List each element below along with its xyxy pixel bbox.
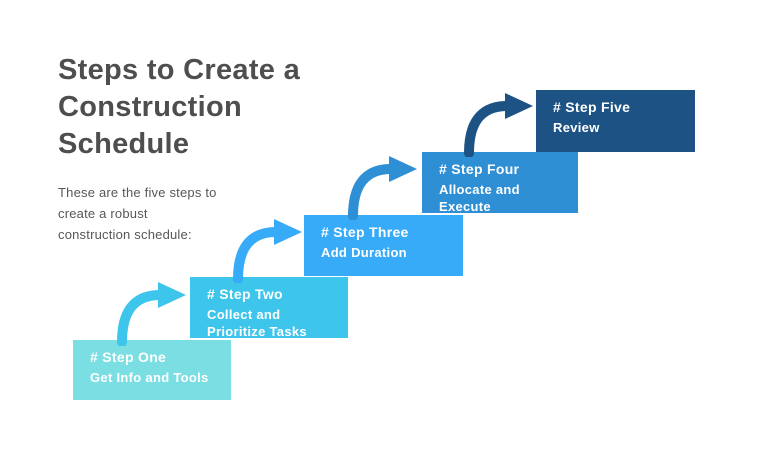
page-title-line-2: Construction [58, 91, 243, 123]
curved-arrow-icon-step4-to-step5 [464, 93, 533, 157]
curved-arrow-icon-step3-to-step4 [348, 156, 417, 220]
step-box-two: # Step Two Collect and Prioritize Tasks [190, 277, 348, 339]
step-one-description: Get Info and Tools [90, 370, 209, 385]
step-four-description-line-1: Allocate and [439, 182, 520, 197]
step-five-heading: # Step Five [553, 99, 631, 115]
step-box-one: # Step One Get Info and Tools [73, 340, 231, 400]
step-five-description: Review [553, 120, 600, 135]
page-subtitle-line-3: construction schedule: [58, 227, 192, 242]
curved-arrow-icon-step2-to-step3 [233, 219, 302, 283]
step-two-heading: # Step Two [207, 286, 283, 302]
curved-arrow-icon-step1-to-step2 [117, 282, 186, 346]
page-title-line-3: Schedule [58, 128, 190, 160]
step-two-description-line-2: Prioritize Tasks [207, 324, 307, 339]
step-three-heading: # Step Three [321, 224, 409, 240]
page-title: Steps to Create a Construction Schedule [58, 52, 300, 163]
page-subtitle-line-1: These are the five steps to [58, 185, 217, 200]
step-one-heading: # Step One [90, 349, 167, 365]
step-box-five: # Step Five Review [536, 90, 695, 152]
step-four-description-line-2: Execute [439, 199, 491, 214]
step-three-description: Add Duration [321, 245, 407, 260]
page-subtitle-line-2: create a robust [58, 206, 148, 221]
step-box-three: # Step Three Add Duration [304, 215, 463, 276]
step-two-description-line-1: Collect and [207, 307, 281, 322]
page-title-line-1: Steps to Create a [58, 54, 301, 86]
step-four-heading: # Step Four [439, 161, 520, 177]
step-box-four: # Step Four Allocate and Execute [422, 152, 578, 214]
page-subtitle: These are the five steps to create a rob… [58, 182, 217, 245]
